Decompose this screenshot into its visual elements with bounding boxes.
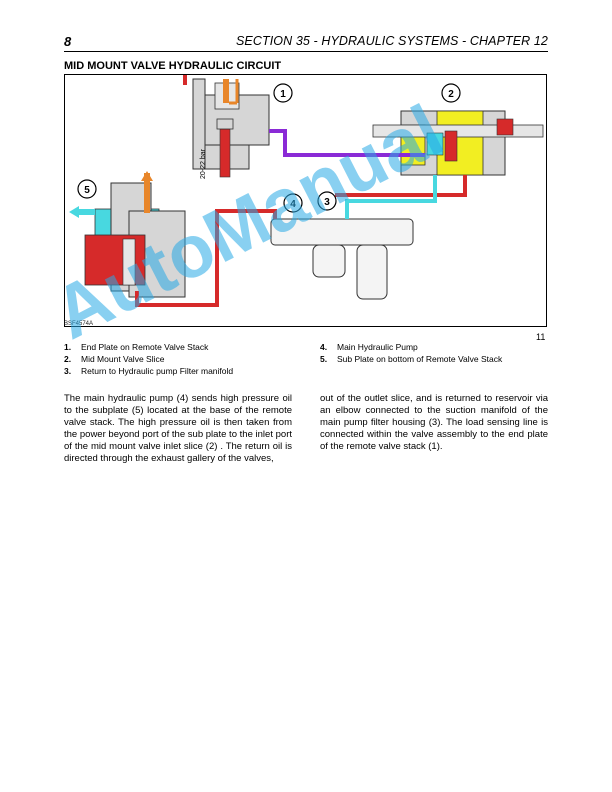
- inlet-line: [335, 175, 467, 197]
- figure-code: BSF4574A: [64, 321, 94, 327]
- legend-left: 1.End Plate on Remote Valve Stack 2.Mid …: [64, 341, 233, 377]
- callout-4-label: 4: [290, 199, 296, 210]
- mid-mount-valve-slice: [372, 110, 544, 176]
- callout-2-label: 2: [448, 89, 454, 100]
- page-number: 8: [64, 34, 72, 49]
- pressure-label: 20-22 bar: [200, 148, 207, 179]
- callout-3-label: 3: [324, 197, 330, 208]
- callout-3: 3: [317, 191, 337, 211]
- figure-title: MID MOUNT VALVE HYDRAULIC CIRCUIT: [64, 60, 282, 72]
- callout-5: 5: [77, 179, 97, 199]
- callout-4: 4: [283, 193, 303, 213]
- legend-right: 4.Main Hydraulic Pump 5.Sub Plate on bot…: [320, 341, 502, 365]
- end-plate-assembly: 20-22 bar: [192, 78, 270, 179]
- hydraulic-circuit-diagram: 20-22 bar: [69, 75, 544, 307]
- figure-number: 11: [536, 332, 546, 342]
- pump-and-filter: [270, 218, 414, 300]
- body-paragraph-left: The main hydraulic pump (4) sends high p…: [64, 393, 292, 464]
- legend-item: 5.Sub Plate on bottom of Remote Valve St…: [320, 354, 503, 364]
- hydraulic-circuit-figure: 20-22 bar: [64, 74, 547, 327]
- header-rule: [64, 51, 548, 52]
- legend-item: 1.End Plate on Remote Valve Stack: [64, 342, 209, 352]
- return-line: [345, 175, 437, 219]
- callout-1: 1: [273, 83, 293, 103]
- callout-5-label: 5: [84, 185, 90, 196]
- high-pressure-line: [135, 209, 277, 307]
- load-sense-line: [269, 129, 425, 157]
- legend-item: 2.Mid Mount Valve Slice: [64, 354, 165, 364]
- body-paragraph-right: out of the outlet slice, and is returned…: [320, 393, 548, 452]
- callout-2: 2: [441, 83, 461, 103]
- legend-item: 3.Return to Hydraulic pump Filter manifo…: [64, 366, 234, 376]
- legend-item: 4.Main Hydraulic Pump: [320, 342, 418, 352]
- section-title: SECTION 35 - HYDRAULIC SYSTEMS - CHAPTER…: [235, 34, 548, 48]
- callout-1-label: 1: [280, 89, 286, 100]
- page-header: 8 SECTION 35 - HYDRAULIC SYSTEMS - CHAPT…: [64, 34, 548, 52]
- sub-plate-assembly: [69, 171, 186, 298]
